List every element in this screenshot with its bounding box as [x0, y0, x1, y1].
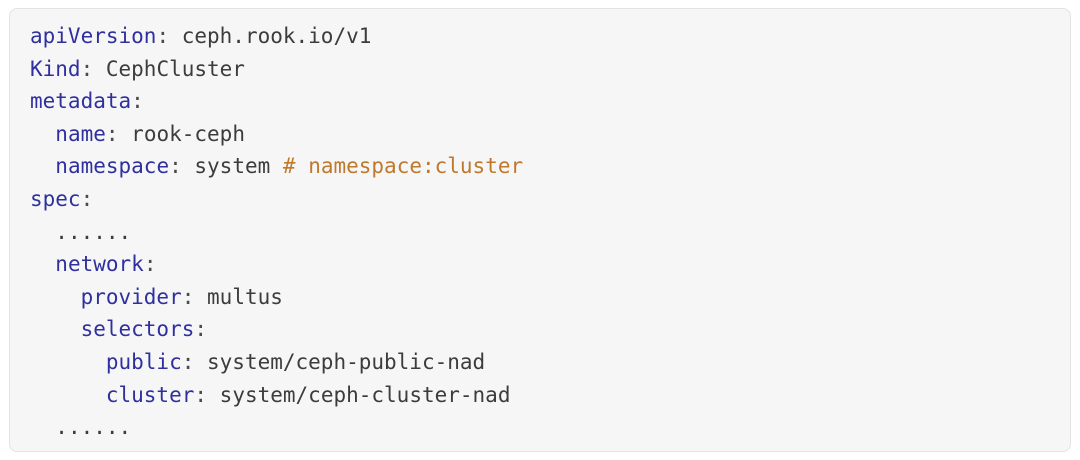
yaml-comment: # namespace:cluster — [270, 154, 524, 179]
indent — [30, 220, 55, 244]
colon: : — [194, 382, 208, 407]
indent — [30, 154, 55, 178]
yaml-key: selectors — [80, 317, 195, 342]
colon: : — [105, 121, 119, 146]
code-line: Kind: CephCluster — [30, 53, 1050, 86]
colon: : — [194, 317, 208, 342]
yaml-ellipsis: ...... — [55, 415, 132, 440]
colon: : — [169, 154, 182, 179]
colon: : — [131, 89, 144, 114]
code-line: cluster: system/ceph-cluster-nad — [30, 379, 1050, 412]
code-line: network: — [30, 248, 1050, 281]
code-line: ...... — [30, 411, 1050, 444]
indent — [30, 122, 55, 146]
yaml-key: provider — [80, 284, 182, 309]
code-line: apiVersion: ceph.rook.io/v1 — [30, 20, 1050, 53]
code-line: ...... — [30, 216, 1050, 249]
yaml-value: ceph.rook.io/v1 — [169, 24, 372, 48]
colon: : — [156, 24, 170, 48]
yaml-value: rook-ceph — [118, 121, 245, 146]
code-line: metadata: — [30, 85, 1050, 118]
yaml-key: spec — [30, 186, 81, 211]
yaml-key: cluster — [105, 382, 195, 407]
yaml-key: apiVersion — [30, 24, 157, 48]
yaml-value: system/ceph-public-nad — [194, 349, 486, 374]
indent — [30, 317, 81, 341]
yaml-key: public — [105, 349, 182, 374]
yaml-value: system/ceph-cluster-nad — [207, 382, 511, 407]
indent — [30, 383, 106, 407]
code-line: namespace: system # namespace:cluster — [30, 150, 1050, 183]
yaml-ellipsis: ...... — [55, 219, 132, 244]
yaml-value: CephCluster — [93, 56, 245, 81]
indent — [30, 252, 55, 276]
yaml-key: network — [55, 252, 144, 277]
indent — [30, 350, 106, 374]
colon: : — [80, 56, 94, 81]
indent — [30, 415, 55, 439]
yaml-key: Kind — [30, 56, 81, 81]
code-line: spec: — [30, 183, 1050, 216]
code-line: public: system/ceph-public-nad — [30, 346, 1050, 379]
yaml-key: namespace — [55, 154, 170, 179]
colon: : — [181, 284, 195, 309]
indent — [30, 285, 81, 309]
yaml-key: metadata — [30, 89, 132, 114]
yaml-value: multus — [194, 284, 283, 309]
colon: : — [143, 252, 157, 277]
yaml-key: name — [55, 121, 106, 146]
colon: : — [80, 186, 94, 211]
code-line: selectors: — [30, 313, 1050, 346]
yaml-value: system — [181, 154, 271, 179]
code-line: name: rook-ceph — [30, 118, 1050, 151]
colon: : — [181, 349, 195, 374]
code-line: provider: multus — [30, 281, 1050, 314]
